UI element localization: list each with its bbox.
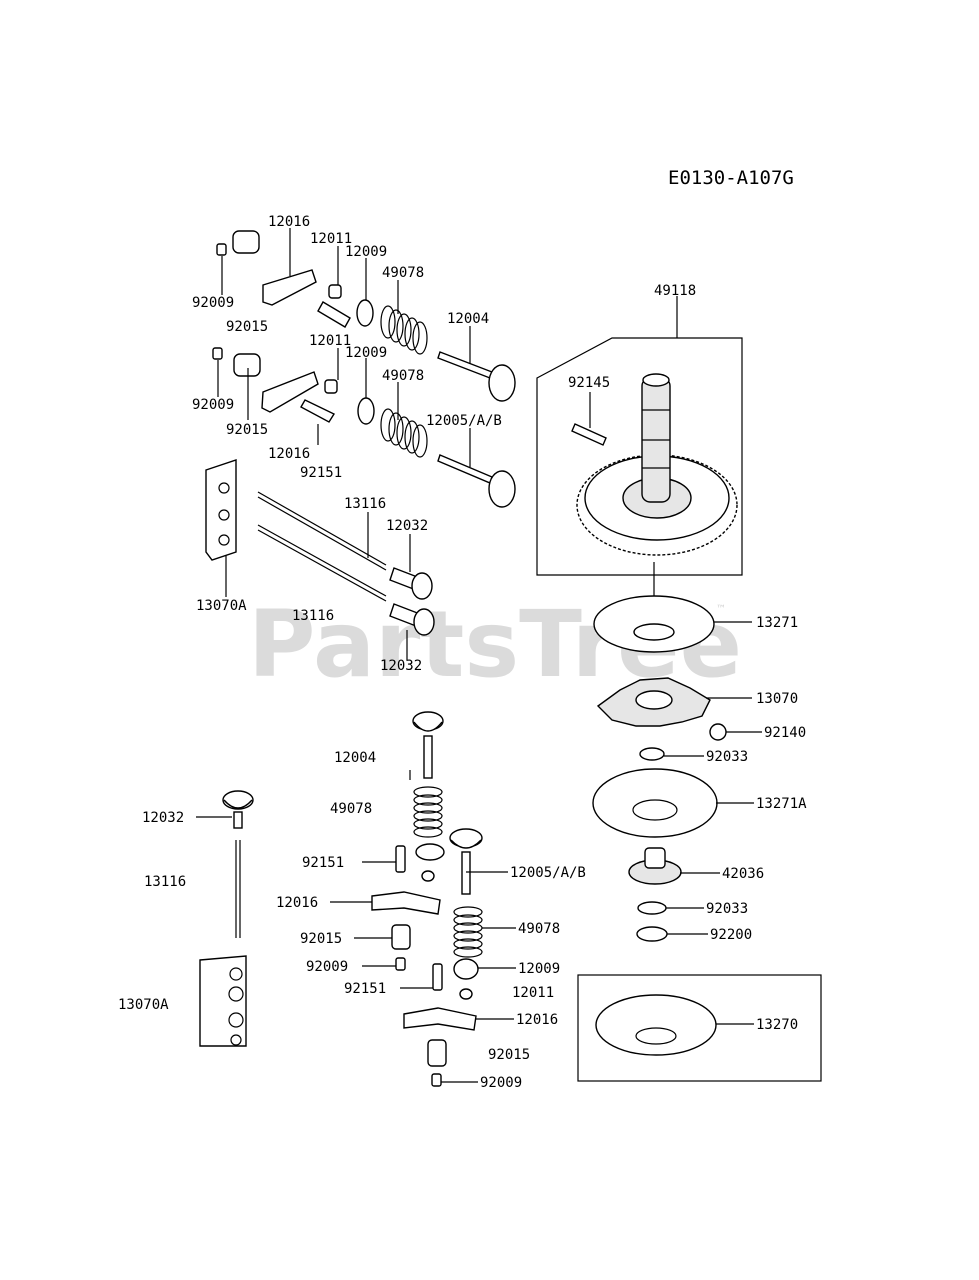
labels-upper: 12016 12011 12009 49078 92009 92015 1200… <box>192 214 502 481</box>
label-92140: 92140 <box>764 725 806 741</box>
governor-assembly <box>577 595 822 1082</box>
label-92200: 92200 <box>710 927 752 943</box>
label-12016: 12016 <box>268 446 310 462</box>
diagram-code: E0130-A107G <box>668 167 794 189</box>
leaders-lower <box>330 770 516 1083</box>
labels-lower-left: 12032 13116 13070A <box>118 810 186 1013</box>
label-92015: 92015 <box>226 422 268 438</box>
label-12005: 12005/A/B <box>510 865 586 881</box>
label-12009: 12009 <box>345 345 387 361</box>
label-13116: 13116 <box>344 496 386 512</box>
label-92009: 92009 <box>480 1075 522 1091</box>
pushrod-lower-left <box>199 790 254 1047</box>
label-92033: 92033 <box>706 901 748 917</box>
label-12009: 12009 <box>345 244 387 260</box>
label-12032: 12032 <box>142 810 184 826</box>
label-13271: 13271 <box>756 615 798 631</box>
label-13271A: 13271A <box>756 796 807 812</box>
label-12011: 12011 <box>310 231 352 247</box>
label-13070A: 13070A <box>196 598 247 614</box>
label-92015: 92015 <box>226 319 268 335</box>
label-12016: 12016 <box>276 895 318 911</box>
label-13070A: 13070A <box>118 997 169 1013</box>
label-49078: 49078 <box>382 368 424 384</box>
label-92033: 92033 <box>706 749 748 765</box>
label-13116: 13116 <box>292 608 334 624</box>
camshaft-assembly <box>536 296 743 632</box>
label-12016: 12016 <box>268 214 310 230</box>
label-13270: 13270 <box>756 1017 798 1033</box>
label-12032: 12032 <box>386 518 428 534</box>
labels-camshaft: 49118 92145 <box>568 283 696 391</box>
label-13070: 13070 <box>756 691 798 707</box>
label-92151: 92151 <box>344 981 386 997</box>
label-13116: 13116 <box>144 874 186 890</box>
label-49118: 49118 <box>654 283 696 299</box>
valve-train-lower <box>371 711 483 1087</box>
label-49078: 49078 <box>330 801 372 817</box>
pushrod-assembly <box>205 459 435 636</box>
label-12032: 12032 <box>380 658 422 674</box>
label-42036: 42036 <box>722 866 764 882</box>
label-92009: 92009 <box>306 959 348 975</box>
label-12011: 12011 <box>512 985 554 1001</box>
label-49078: 49078 <box>518 921 560 937</box>
label-92009: 92009 <box>192 397 234 413</box>
leaders-pushrod <box>225 512 411 660</box>
label-12009: 12009 <box>518 961 560 977</box>
label-12004: 12004 <box>334 750 376 766</box>
watermark-trademark: ™ <box>716 604 726 615</box>
label-12011: 12011 <box>309 333 351 349</box>
label-12016: 12016 <box>516 1012 558 1028</box>
leaders-upper <box>217 228 471 467</box>
label-92009: 92009 <box>192 295 234 311</box>
rocker-assembly-upper <box>212 230 516 508</box>
label-49078: 49078 <box>382 265 424 281</box>
label-12005: 12005/A/B <box>426 413 502 429</box>
labels-pushrod: 13116 12032 13070A 13116 12032 <box>196 496 428 674</box>
label-92015: 92015 <box>488 1047 530 1063</box>
label-92151: 92151 <box>302 855 344 871</box>
labels-lower: 12004 49078 92151 12005/A/B 12016 92015 … <box>276 750 586 1091</box>
label-92015: 92015 <box>300 931 342 947</box>
label-12004: 12004 <box>447 311 489 327</box>
label-92151: 92151 <box>300 465 342 481</box>
label-92145: 92145 <box>568 375 610 391</box>
labels-governor: 13271 13070 92140 92033 13271A 42036 920… <box>706 615 807 1033</box>
leaders-governor <box>664 621 762 1025</box>
